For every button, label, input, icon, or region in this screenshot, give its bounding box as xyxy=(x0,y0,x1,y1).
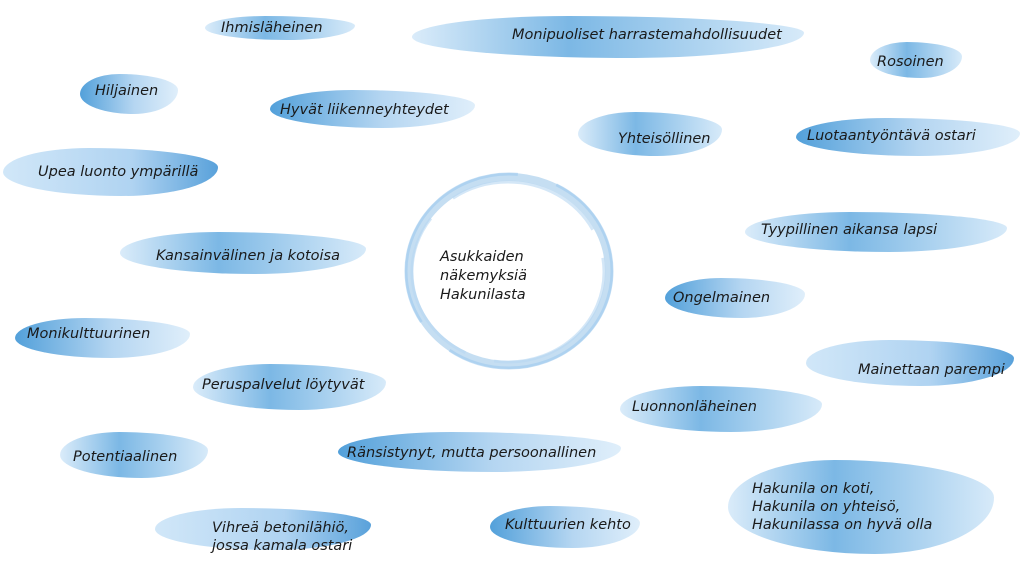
brush-stroke xyxy=(806,340,1014,386)
brush-stroke xyxy=(796,118,1020,156)
brush-stroke xyxy=(870,42,962,78)
brush-stroke xyxy=(338,432,621,472)
brush-stroke xyxy=(205,16,355,40)
brush-stroke xyxy=(490,506,640,548)
term-label: Rosoinen xyxy=(877,54,944,70)
brush-stroke xyxy=(665,278,805,318)
term-label: Kansainvälinen ja kotoisa xyxy=(156,248,340,264)
term-label: Hiljainen xyxy=(95,83,159,99)
term-label: Yhteisöllinen xyxy=(618,131,711,147)
brush-stroke xyxy=(155,508,371,550)
brush-stroke xyxy=(620,386,822,432)
term-label: Monipuoliset harrastemahdollisuudet xyxy=(512,27,782,43)
brush-stroke xyxy=(60,432,208,478)
center-label: Asukkaiden näkemyksiä Hakunilasta xyxy=(440,249,527,303)
term-label: Luonnonläheinen xyxy=(632,399,757,415)
term-label: Hakunila on koti, Hakunila on yhteisö, H… xyxy=(752,481,933,533)
brush-stroke xyxy=(15,318,190,358)
brush-stroke xyxy=(728,460,994,554)
term-label: Ränsistynyt, mutta persoonallinen xyxy=(347,445,597,461)
brush-stroke xyxy=(270,90,475,128)
term-label: Hyvät liikenneyhteydet xyxy=(280,102,449,118)
brush-stroke xyxy=(745,212,1007,252)
term-label: Peruspalvelut löytyvät xyxy=(202,377,365,393)
term-label: Tyypillinen aikansa lapsi xyxy=(761,222,938,238)
term-label: Monikulttuurinen xyxy=(27,326,151,342)
term-label: Mainettaan parempi xyxy=(858,362,1005,378)
term-label: Ihmisläheinen xyxy=(221,20,323,36)
term-label: Kulttuurien kehto xyxy=(505,517,631,533)
brush-stroke xyxy=(412,16,804,58)
center-ring xyxy=(404,172,614,370)
brush-stroke xyxy=(578,112,722,156)
term-label: Ongelmainen xyxy=(673,290,771,306)
term-label: Luotaantyöntävä ostari xyxy=(807,128,976,144)
brush-stroke xyxy=(193,364,386,410)
brush-stroke xyxy=(80,74,178,114)
brush-stroke xyxy=(120,232,366,274)
brush-stroke xyxy=(3,148,218,196)
term-label: Potentiaalinen xyxy=(73,449,178,465)
term-label: Vihreä betonilähiö, jossa kamala ostari xyxy=(212,520,353,554)
term-label: Upea luonto ympärillä xyxy=(38,164,199,180)
